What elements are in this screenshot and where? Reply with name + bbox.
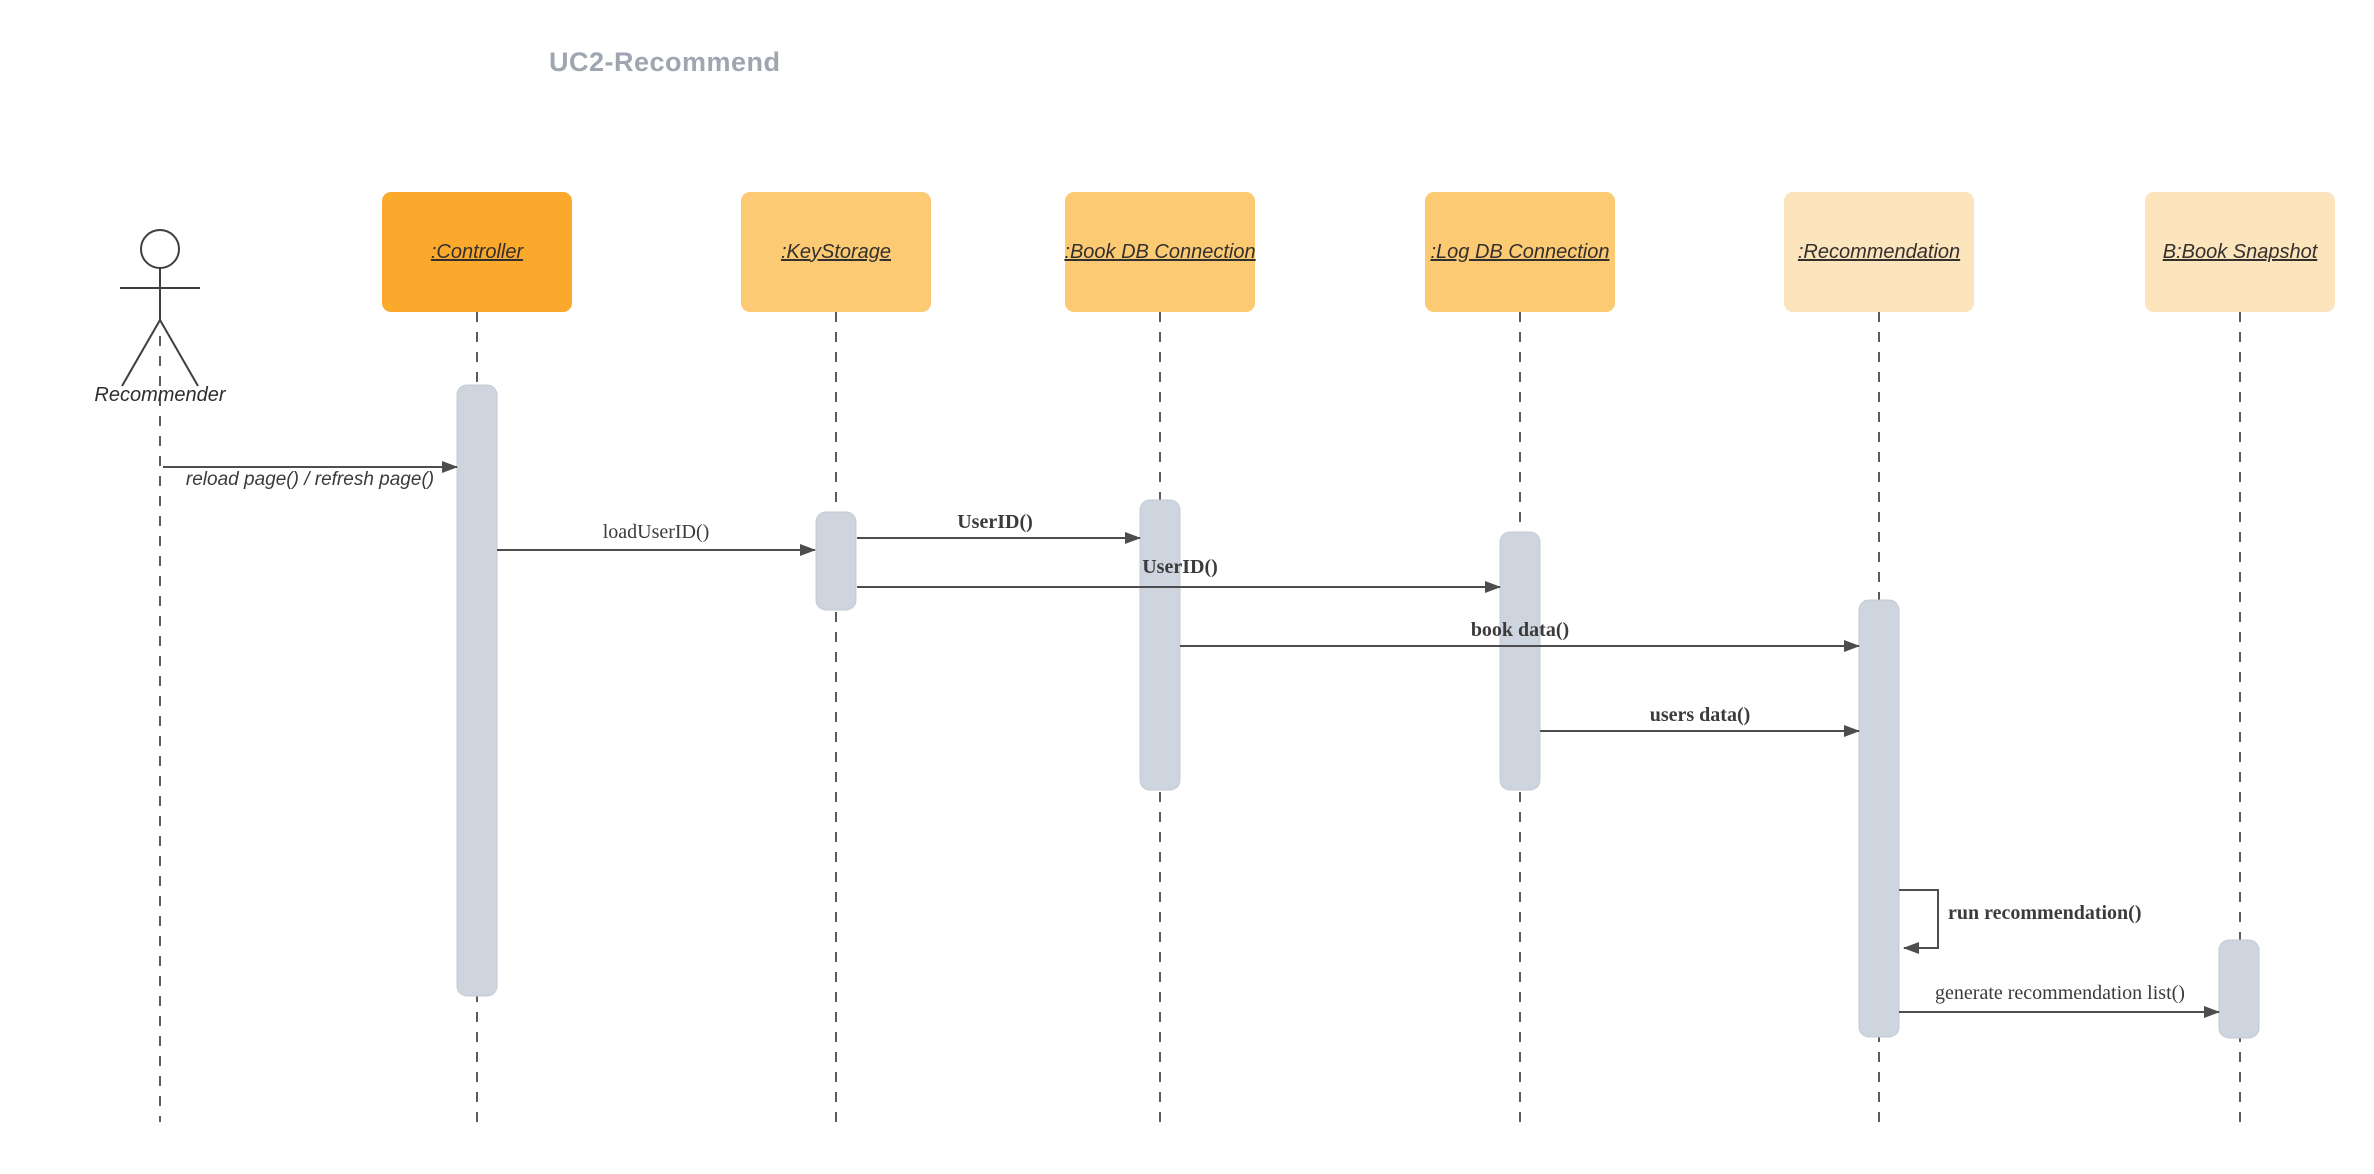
participant-controller[interactable]: :Controller: [382, 192, 572, 312]
message-label-run-recommendation: run recommendation(): [1948, 902, 2142, 924]
participant-recommendation-label: :Recommendation: [1797, 240, 1961, 263]
activation-keystorage[interactable]: [815, 511, 857, 611]
participant-log-db-connection-label: :Log DB Connection: [1430, 240, 1610, 263]
message-label-reload-page: reload page() / refresh page(): [185, 469, 435, 490]
activation-book-db-connection[interactable]: [1139, 499, 1181, 791]
message-label-user-id-bookdb: UserID(): [957, 511, 1033, 533]
diagram-title: UC2-Recommend: [549, 47, 781, 77]
actor-right-leg: [159, 319, 199, 387]
participant-log-db-connection[interactable]: :Log DB Connection: [1425, 192, 1615, 312]
activation-bars: [456, 384, 2260, 1039]
participant-book-db-connection[interactable]: :Book DB Connection: [1064, 192, 1256, 312]
message-label-users-data: users data(): [1649, 704, 1751, 726]
activation-log-db-connection[interactable]: [1499, 531, 1541, 791]
actor-figure[interactable]: [120, 229, 200, 387]
activation-book-snapshot[interactable]: [2218, 939, 2260, 1039]
participant-book-db-connection-label: :Book DB Connection: [1064, 240, 1256, 263]
message-label-load-user-id: loadUserID(): [602, 521, 710, 543]
participant-book-snapshot[interactable]: B:Book Snapshot: [2145, 192, 2335, 312]
participant-book-snapshot-label: B:Book Snapshot: [2162, 240, 2318, 263]
actor-left-leg: [121, 319, 161, 387]
message-label-user-id-logdb: UserID(): [1142, 556, 1218, 578]
message-label-generate-recommendation-list: generate recommendation list(): [1935, 982, 2185, 1004]
participant-controller-label: :Controller: [430, 240, 524, 263]
participant-keystorage-label: :KeyStorage: [780, 240, 892, 263]
message-label-book-data: book data(): [1470, 619, 1570, 641]
participant-recommendation[interactable]: :Recommendation: [1784, 192, 1974, 312]
activation-controller[interactable]: [456, 384, 498, 997]
actor-label: Recommender: [94, 384, 226, 406]
activation-recommendation[interactable]: [1858, 599, 1900, 1038]
message-arrows: [163, 461, 2220, 1018]
actor-head: [140, 229, 180, 269]
participant-keystorage[interactable]: :KeyStorage: [741, 192, 931, 312]
arrow-run-recommendation-self[interactable]: [1899, 889, 1939, 954]
